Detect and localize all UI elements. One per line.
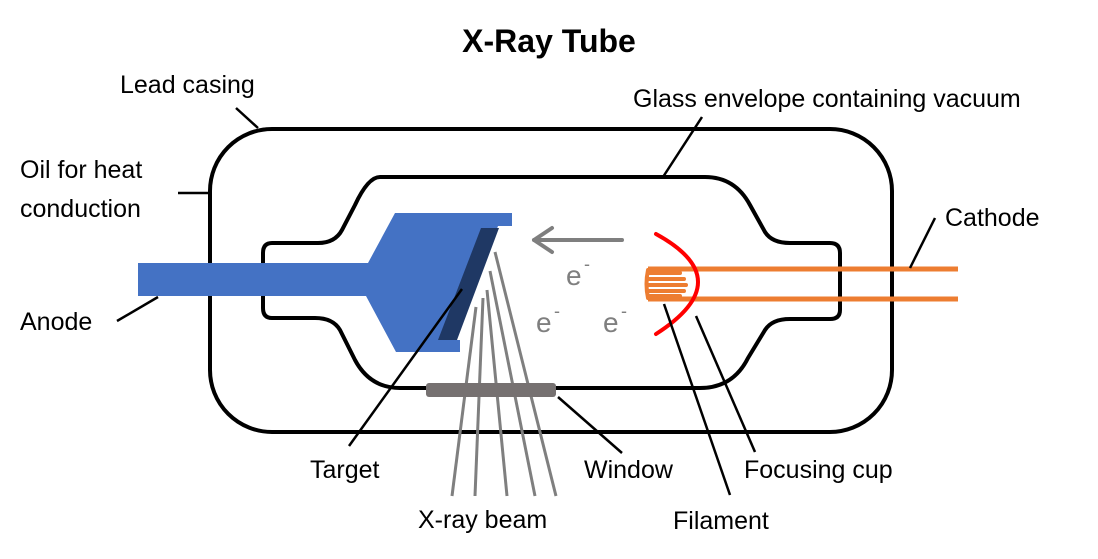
leader-cathode: [908, 217, 937, 269]
svg-text:-: -: [584, 254, 590, 274]
electron-arrow: [532, 226, 624, 254]
target: [438, 228, 499, 340]
electron: e -: [566, 254, 590, 291]
label-xray-beam: X-ray beam: [418, 506, 547, 534]
leader-target: [347, 288, 464, 447]
filament-coil: [644, 268, 688, 300]
label-lead-casing: Lead casing: [120, 71, 255, 99]
svg-text:e: e: [536, 307, 552, 338]
leader-lead-casing: [235, 107, 259, 129]
label-anode: Anode: [20, 308, 92, 336]
electron: e -: [603, 301, 627, 338]
focusing-cup: [654, 232, 700, 336]
diagram-title: X-Ray Tube: [462, 23, 636, 59]
svg-text:e: e: [566, 260, 582, 291]
leader-focusing-cup: [694, 315, 757, 453]
label-oil-line2: conduction: [20, 195, 141, 223]
label-glass-envelope: Glass envelope containing vacuum: [633, 85, 1021, 113]
xray-beam-ray: [493, 251, 558, 497]
leader-anode: [116, 295, 159, 323]
label-target: Target: [310, 456, 380, 484]
leader-window: [557, 396, 623, 454]
leader-filament: [662, 303, 732, 496]
anode-rod: [138, 263, 374, 296]
label-focusing-cup: Focusing cup: [744, 456, 893, 484]
label-filament: Filament: [673, 507, 769, 535]
label-oil-line1: Oil for heat: [20, 156, 142, 184]
window: [426, 383, 556, 397]
glass-envelope: [261, 175, 842, 390]
label-cathode: Cathode: [945, 204, 1040, 232]
svg-text:-: -: [554, 301, 560, 321]
label-window: Window: [584, 456, 674, 484]
leader-glass-envelope: [661, 116, 704, 178]
electron: e -: [536, 301, 560, 338]
xray-beam-ray: [450, 306, 478, 497]
svg-text:-: -: [621, 301, 627, 321]
svg-text:e: e: [603, 307, 619, 338]
